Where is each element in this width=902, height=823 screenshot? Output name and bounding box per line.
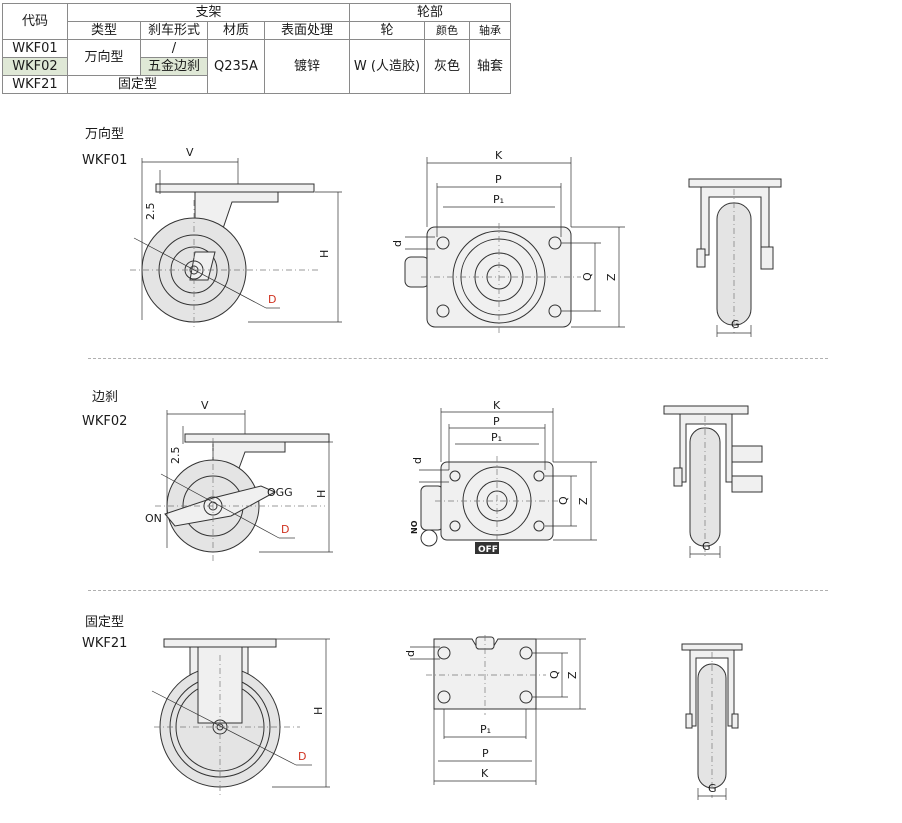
section-code: WKF21 [82,636,128,651]
dim-k-label: K [481,767,489,780]
axle-nut [760,246,774,270]
top-plate [681,643,743,651]
dim-g-label: G [731,318,740,331]
dim-d-label: D [268,293,276,306]
section-code: WKF01 [82,153,128,168]
brake-housing [404,256,430,288]
dim-z-label: Z [566,671,579,679]
dim-v-label: V [186,146,194,159]
wkf01-front-view: G [688,178,782,337]
row-code: WKF01 [2,39,68,58]
dim-p1-label: P₁ [480,723,491,736]
top-plate [163,638,277,648]
dim-q-label: Q [548,670,561,679]
section-title: 边刹 [92,390,119,405]
brake-no-label: NO [410,520,419,534]
dim-p-label: P [482,747,489,760]
header-brake: 刹车形式 [140,21,208,40]
brake-on-label: ON [145,512,162,525]
wkf21-top-view: d Q Z P₁ P K [404,635,586,785]
dim-p1-label: P₁ [493,193,504,206]
cell-color: 灰色 [424,39,470,94]
dim-p1-label: P₁ [491,431,502,444]
wkf21-front-view: G [681,643,743,800]
header-wheel-part: 轮部 [349,3,511,22]
row-code: WKF02 [2,57,68,76]
brake-off-side-label: OGG [267,486,293,499]
section-title: 万向型 [85,127,125,142]
wkf01-top-view: K P P₁ d Q Z [391,149,625,333]
top-plate [184,433,330,443]
wkf02-side-view: V 2.5 H D ON OGG [145,399,333,563]
dim-d-small-label: d [411,457,424,464]
wkf01-side-view: V 2.5 H D [130,146,342,330]
dim-d-small-label: d [391,240,404,247]
row-code: WKF21 [2,75,68,94]
section-code: WKF02 [82,414,128,429]
bolt-hole [436,236,450,250]
brake-off-label: OFF [478,545,498,555]
header-material: 材质 [207,21,265,40]
section-title: 固定型 [85,615,125,630]
header-bracket: 支架 [67,3,350,22]
cell-wheel: W (人造胶) [349,39,425,94]
header-surface: 表面处理 [264,21,350,40]
bolt-hole [437,690,451,704]
row-brake: 五金边刹 [140,57,208,76]
bolt-hole [449,520,461,532]
brake-housing [420,485,444,531]
bolt-hole [437,646,451,660]
header-type: 类型 [67,21,141,40]
top-plate [688,178,782,188]
dim-h-label: H [315,490,328,498]
bolt-hole [533,470,545,482]
header-bearing: 轴承 [469,21,511,40]
dim-k-label: K [493,399,501,412]
dim-z-label: Z [605,273,618,281]
header-color: 颜色 [424,21,470,40]
row-type: 万向型 [67,39,141,76]
dim-q-label: Q [557,496,570,505]
header-wheel: 轮 [349,21,425,40]
dim-q-label: Q [581,272,594,281]
section-divider [88,358,828,359]
bolt-hole [533,520,545,532]
dim-offset-label: 2.5 [144,203,157,221]
brake-lever [731,445,763,463]
dim-p-label: P [495,173,502,186]
wkf02-front-view: G [663,405,763,558]
bolt-hole [436,304,450,318]
dim-d-label: D [298,750,306,763]
dim-h-label: H [312,707,325,715]
dim-z-label: Z [577,497,590,505]
dim-d-label: D [281,523,289,536]
spec-table: 代码 支架 轮部 类型 刹车形式 材质 表面处理 轮 颜色 轴承 WKF01 万… [2,3,511,94]
dim-v-label: V [201,399,209,412]
cell-surface: 镀锌 [264,39,350,94]
top-plate [663,405,749,415]
dim-h-label: H [318,250,331,258]
dim-d-small-label: d [404,650,417,657]
row-type: 固定型 [67,75,208,94]
dim-k-label: K [495,149,503,162]
cell-material: Q235A [207,39,265,94]
bolt-hole [449,470,461,482]
header-code: 代码 [2,3,68,40]
dim-g-label: G [702,540,711,553]
row-brake: / [140,39,208,58]
cell-bearing: 轴套 [469,39,511,94]
wkf21-side-view: H D [151,638,330,795]
section-divider [88,590,828,591]
dim-p-label: P [493,415,500,428]
off-badge [475,542,499,554]
top-plate [155,183,315,193]
wkf02-top-view: K P P₁ d Q Z OFF NO [410,399,597,555]
dim-offset-label: 2.5 [169,447,182,465]
dim-g-label: G [708,782,717,795]
